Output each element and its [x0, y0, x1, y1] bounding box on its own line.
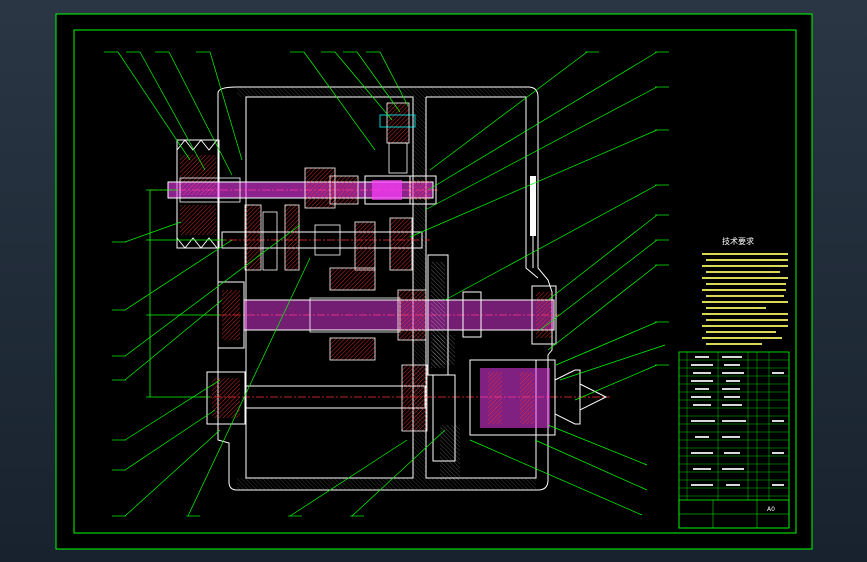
outer-border: [55, 13, 813, 550]
parts-list: A0: [678, 351, 790, 529]
inner-frame: [73, 29, 797, 534]
input-shaft: [150, 175, 440, 205]
notes-title: 技术要求: [722, 236, 754, 246]
upper-gear-block: [379, 102, 416, 174]
notes-body: [702, 253, 788, 345]
technical-notes: 技术要求: [702, 236, 788, 345]
title-block-mark: A0: [767, 506, 775, 513]
leader-lines: [104, 51, 666, 517]
right-side-gears: [433, 335, 460, 480]
spindle: [200, 359, 610, 462]
shaft-two: [215, 167, 430, 271]
leader-tags: [112, 51, 669, 517]
intermediate-shaft: [205, 254, 560, 376]
